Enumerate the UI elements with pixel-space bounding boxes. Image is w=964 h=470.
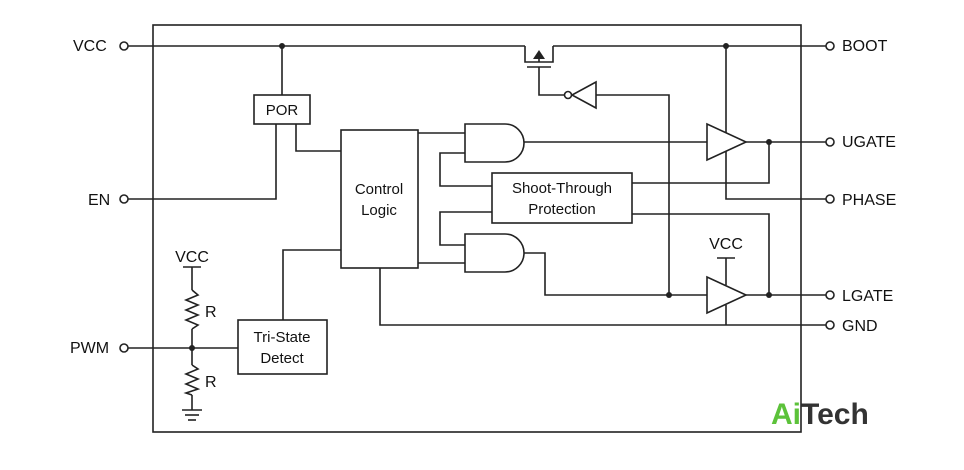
control-logic-block (340, 129, 419, 269)
and-gate-upper (464, 123, 525, 163)
pin-label-boot: BOOT (842, 38, 888, 55)
vcc-lower-driver-label: VCC (709, 236, 743, 253)
junction-dots (189, 43, 772, 351)
control-logic-label-1: Control (355, 181, 403, 198)
vcc-divider-label: VCC (175, 249, 209, 266)
por-block (253, 94, 311, 125)
aitech-logo: AiTech (771, 398, 869, 431)
pmos-switch-symbol (524, 46, 554, 72)
pin-label-lgate: LGATE (842, 288, 893, 305)
pin-boot (825, 41, 835, 51)
inverter-symbol (563, 80, 597, 110)
pin-pwm (119, 343, 129, 353)
pin-phase (825, 194, 835, 204)
shoot-through-protection-block (491, 172, 633, 224)
pin-label-phase: PHASE (842, 192, 896, 209)
chip-outline (152, 24, 802, 433)
resistor-bottom-label: R (205, 374, 217, 391)
pin-vcc (119, 41, 129, 51)
wires (128, 45, 826, 421)
logo-ai: Ai (771, 398, 801, 431)
tri-state-label-1: Tri-State (254, 329, 311, 346)
tri-state-label-2: Detect (260, 350, 304, 367)
resistor-top-label: R (205, 304, 217, 321)
lower-gate-driver (706, 275, 748, 315)
pin-ugate (825, 137, 835, 147)
pin-label-vcc: VCC (73, 38, 107, 55)
pin-label-pwm: PWM (70, 340, 109, 357)
upper-gate-driver (706, 122, 748, 162)
por-label: POR (266, 102, 299, 119)
logo-tech: Tech (801, 398, 869, 431)
pin-lgate (825, 290, 835, 300)
pin-gnd (825, 320, 835, 330)
pin-en (119, 194, 129, 204)
shoot-through-label-1: Shoot-Through (512, 180, 612, 197)
control-logic-label-2: Logic (361, 202, 397, 219)
pin-label-ugate: UGATE (842, 134, 896, 151)
resistor-bottom (183, 364, 201, 396)
shoot-through-label-2: Protection (528, 201, 596, 218)
pin-label-en: EN (88, 192, 110, 209)
pin-label-gnd: GND (842, 318, 878, 335)
and-gate-lower (464, 233, 525, 273)
resistor-top (183, 289, 201, 330)
tri-state-detect-block (237, 319, 328, 375)
